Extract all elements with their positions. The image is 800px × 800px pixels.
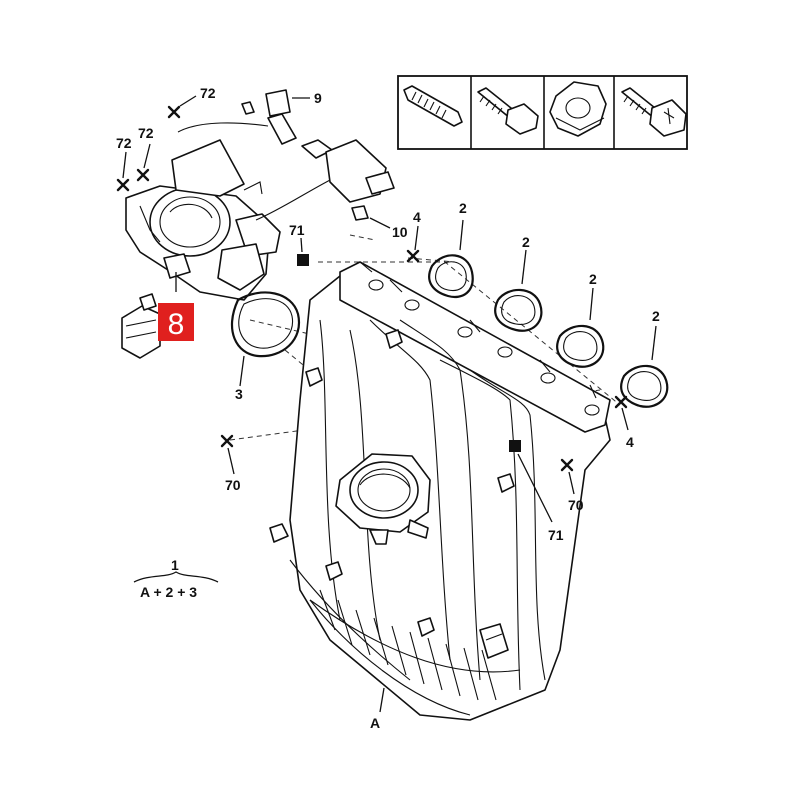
label-72-middle: 72 — [138, 125, 154, 141]
label-2-second: 2 — [522, 234, 530, 250]
stud-icon — [403, 85, 463, 127]
throttle-body — [125, 139, 281, 301]
label-71-bottom: 71 — [548, 527, 564, 543]
throttle-gasket — [230, 291, 301, 387]
label-10: 10 — [392, 224, 408, 240]
marker-71-square — [297, 254, 309, 266]
label-4-top: 4 — [413, 209, 421, 225]
label-70-right: 70 — [568, 497, 584, 513]
intake-manifold — [269, 261, 611, 721]
label-2-first: 2 — [459, 200, 467, 216]
port-seal-3 — [556, 287, 605, 368]
label-A: A — [370, 715, 380, 731]
label-2-fourth: 2 — [652, 308, 660, 324]
position-sensor-connector — [121, 272, 177, 359]
label-72-left: 72 — [116, 135, 132, 151]
label-1: 1 — [171, 557, 179, 573]
idle-valve — [177, 122, 395, 229]
assembly-brace — [133, 571, 219, 583]
port-seal-2 — [494, 249, 543, 332]
fastener-legend — [397, 75, 688, 150]
flange-nut-icon — [549, 81, 607, 137]
port-seals — [428, 219, 669, 408]
highlight-badge-8: 8 — [158, 303, 194, 341]
port-seal-4 — [620, 325, 669, 408]
marker-71-square — [509, 440, 521, 452]
label-assembly-formula: A + 2 + 3 — [140, 584, 197, 600]
label-8: 8 — [168, 308, 185, 341]
leader-A — [379, 687, 385, 713]
cross-markers — [116, 95, 629, 495]
label-9: 9 — [314, 90, 322, 106]
flange-bolt-icon — [621, 87, 687, 137]
label-72-top: 72 — [200, 85, 216, 101]
port-seal-1 — [428, 219, 474, 299]
marker-71-group — [297, 237, 553, 523]
label-71-top: 71 — [289, 222, 305, 238]
label-4-right: 4 — [626, 434, 634, 450]
sensor-9 — [241, 89, 310, 145]
reference-labels: 72 72 72 9 10 71 71 4 4 2 2 2 2 3 70 70 … — [116, 85, 660, 731]
label-2-third: 2 — [589, 271, 597, 287]
label-3: 3 — [235, 386, 243, 402]
label-70-left: 70 — [225, 477, 241, 493]
bolt-icon — [477, 87, 539, 135]
